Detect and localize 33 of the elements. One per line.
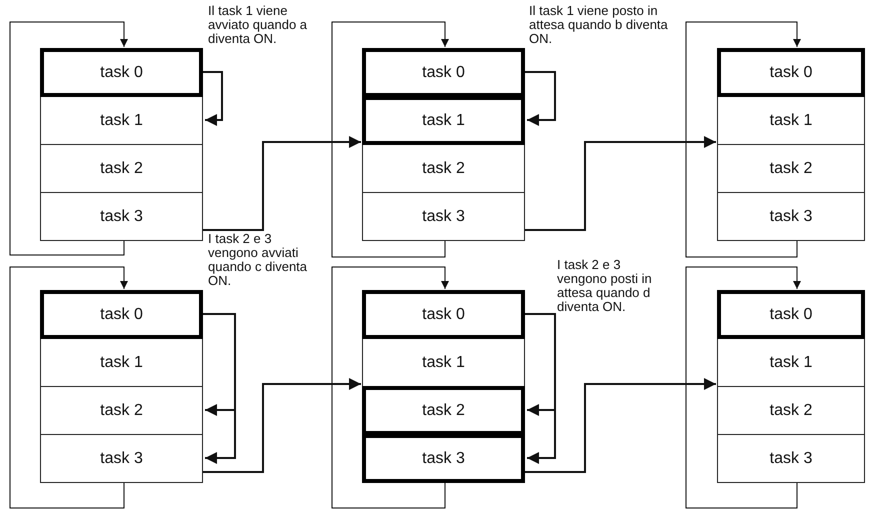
task-box: task 1	[362, 96, 525, 145]
condition-note: Il task 1 viene posto in attesa quando b diventa ON.	[529, 4, 669, 46]
task-stack	[40, 290, 203, 482]
task-box: task 0	[717, 290, 865, 339]
task-box: task 2	[362, 386, 525, 435]
transition-arrow	[203, 136, 361, 231]
task-stack	[362, 48, 525, 240]
loop-arrow	[10, 22, 128, 256]
task-box: task 0	[362, 290, 525, 339]
condition-note: I task 2 e 3 vengono avviati quando c diventa ON.	[208, 232, 308, 288]
loop-arrow	[332, 22, 449, 258]
activation-arrow	[203, 313, 236, 464]
transition-arrow	[525, 378, 716, 473]
transition-arrow	[203, 378, 361, 473]
transition-arrow	[525, 136, 716, 231]
task-stack	[40, 48, 203, 240]
task-stack	[362, 290, 525, 482]
condition-note: I task 2 e 3 vengono posti in attesa quando d diventa ON.	[557, 258, 653, 314]
loop-arrow	[686, 22, 801, 258]
condition-note: Il task 1 viene avviato quando a diventa ON.	[208, 4, 308, 46]
task-box: task 0	[40, 290, 203, 339]
task-stack	[717, 290, 865, 482]
loop-arrow	[686, 266, 801, 508]
activation-arrow	[525, 71, 556, 126]
activation-arrow	[525, 313, 556, 464]
task-stack	[717, 48, 865, 240]
loop-arrow	[10, 266, 128, 508]
task-box: task 0	[717, 48, 865, 97]
task-box: task 0	[362, 48, 525, 97]
activation-arrow	[203, 71, 223, 126]
loop-arrow	[332, 266, 449, 508]
task-box: task 3	[362, 434, 525, 483]
task-box: task 0	[40, 48, 203, 97]
